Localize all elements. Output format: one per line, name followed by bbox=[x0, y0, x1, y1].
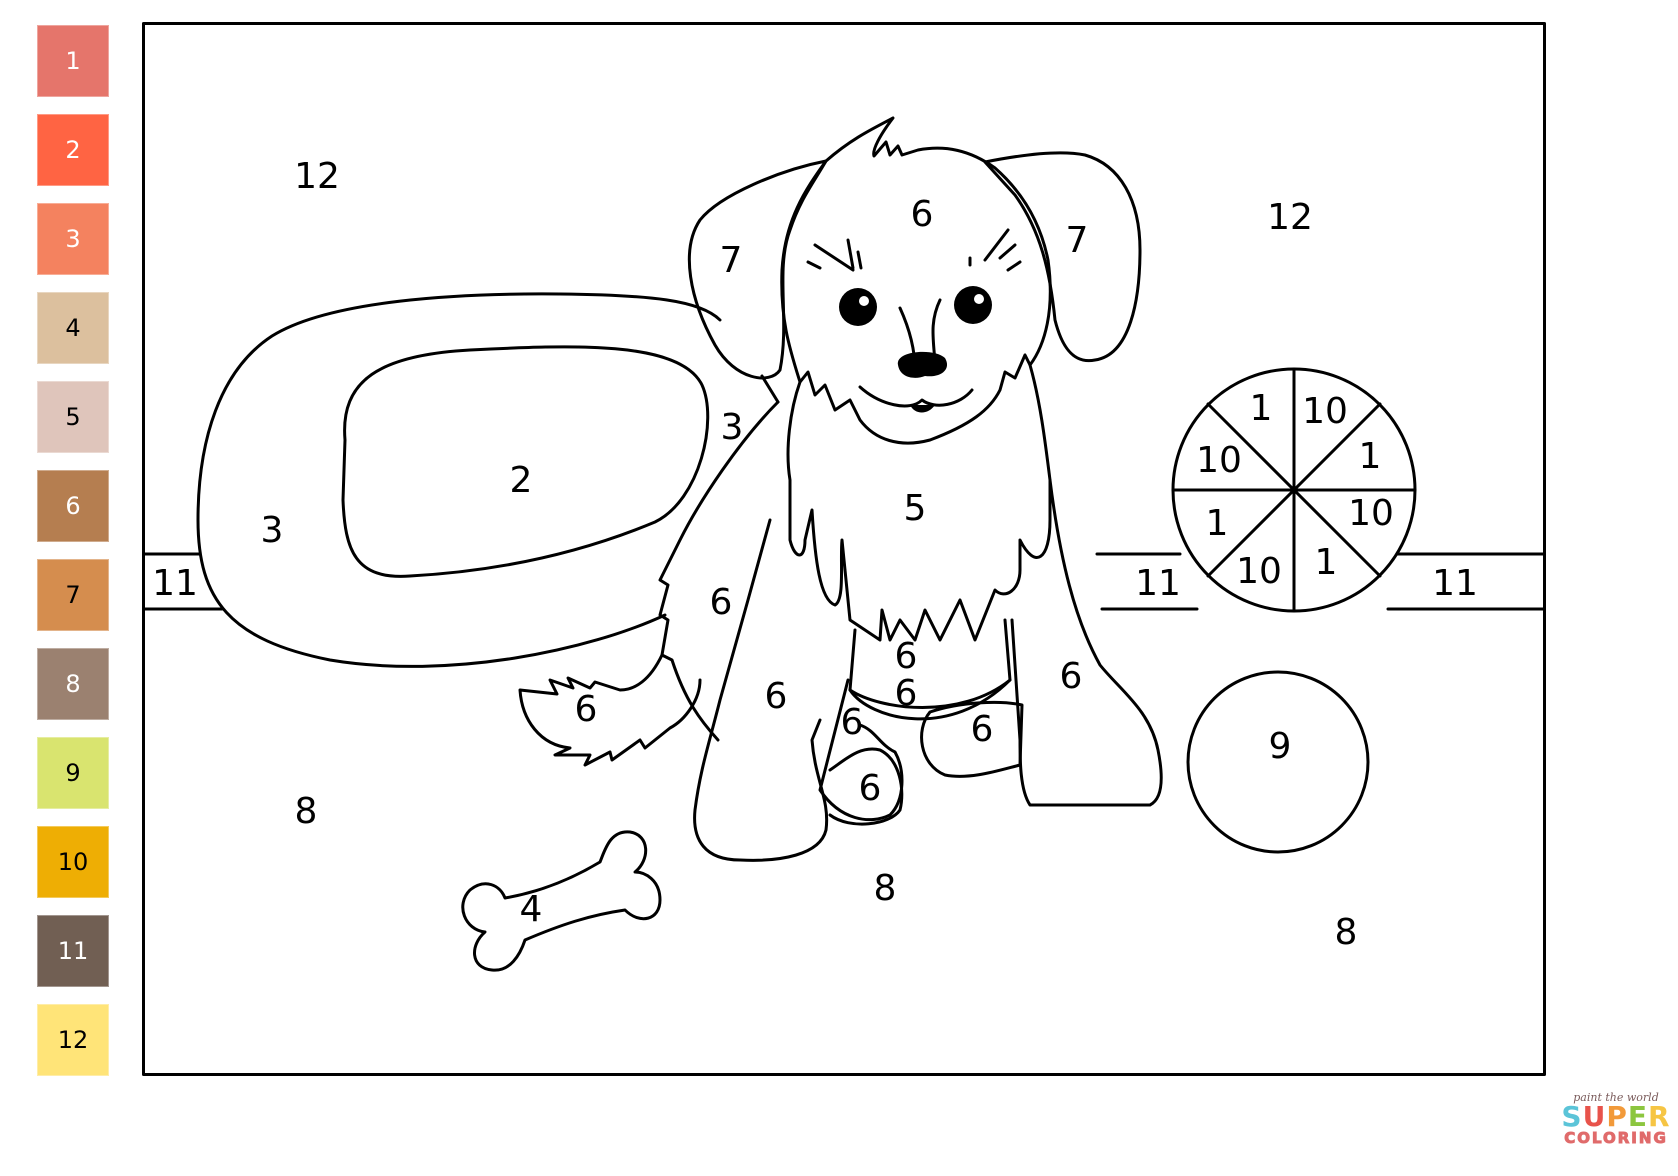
num-front-leg-right: 6 bbox=[1060, 656, 1083, 697]
swatch-11[interactable]: 11 bbox=[37, 915, 109, 987]
num-beach-seg-1: 1 bbox=[1250, 388, 1273, 429]
logo-brand-bottom: COLORING bbox=[1564, 1129, 1668, 1147]
num-front-leg-left: 6 bbox=[765, 676, 788, 717]
num-beach-seg-3: 1 bbox=[1359, 436, 1382, 477]
bed-rim-edge bbox=[760, 374, 780, 404]
num-beach-seg-8: 10 bbox=[1196, 440, 1242, 481]
num-beach-seg-2: 10 bbox=[1302, 391, 1348, 432]
num-beach-seg-7: 1 bbox=[1206, 503, 1229, 544]
dog-mouth bbox=[858, 385, 974, 408]
swatch-12[interactable]: 12 bbox=[37, 1004, 109, 1076]
num-dog-back: 6 bbox=[710, 582, 733, 623]
sheet-frame bbox=[142, 22, 1546, 1076]
num-floor-center: 8 bbox=[874, 868, 897, 909]
num-sky-right: 12 bbox=[1267, 197, 1313, 238]
logo-brand-top: SUPER bbox=[1561, 1100, 1671, 1133]
logo-tagline: paint the world bbox=[1573, 1091, 1659, 1104]
swatch-4[interactable]: 4 bbox=[37, 292, 109, 364]
num-tail: 6 bbox=[575, 689, 598, 730]
swatch-number: 12 bbox=[57, 1026, 89, 1054]
num-ear-left: 7 bbox=[720, 240, 743, 281]
dog-nose bbox=[897, 351, 948, 378]
swatch-3[interactable]: 3 bbox=[37, 203, 109, 275]
beach-ball[interactable] bbox=[1171, 367, 1417, 613]
bone[interactable] bbox=[461, 830, 662, 972]
swatch-number: 1 bbox=[65, 47, 81, 75]
swatch-number: 10 bbox=[57, 848, 89, 876]
eyebrow-marks bbox=[806, 228, 1022, 272]
swatch-number: 7 bbox=[65, 581, 81, 609]
ball-green[interactable] bbox=[1186, 670, 1370, 854]
bed-rim[interactable] bbox=[196, 292, 722, 668]
dog-back[interactable] bbox=[658, 400, 780, 742]
dog-tail[interactable] bbox=[518, 653, 702, 767]
ear-right[interactable] bbox=[983, 151, 1142, 363]
num-bed-rim-left: 3 bbox=[261, 510, 284, 551]
num-floor-right: 8 bbox=[1335, 912, 1358, 953]
num-beach-seg-5: 1 bbox=[1315, 542, 1338, 583]
num-belly-upper: 6 bbox=[895, 636, 918, 677]
num-back-leg-left: 6 bbox=[841, 702, 864, 743]
front-leg-right[interactable] bbox=[1010, 478, 1163, 807]
num-chest: 5 bbox=[904, 488, 927, 529]
wall-stripe[interactable] bbox=[143, 552, 1545, 611]
swatch-7[interactable]: 7 bbox=[37, 559, 109, 631]
num-floor-left: 8 bbox=[295, 791, 318, 832]
num-bed-rim-right: 3 bbox=[721, 407, 744, 448]
dog-head[interactable] bbox=[780, 116, 1052, 445]
num-ear-right: 7 bbox=[1066, 220, 1089, 261]
swatch-1[interactable]: 1 bbox=[37, 25, 109, 97]
swatch-5[interactable]: 5 bbox=[37, 381, 109, 453]
swatch-number: 9 bbox=[65, 759, 81, 787]
super-coloring-logo: paint the world SUPER COLORING bbox=[1556, 1092, 1676, 1146]
eye-right bbox=[954, 286, 992, 324]
swatch-number: 2 bbox=[65, 136, 81, 164]
num-bone: 4 bbox=[520, 889, 543, 930]
num-wall-right: 11 bbox=[1432, 563, 1478, 604]
swatch-9[interactable]: 9 bbox=[37, 737, 109, 809]
dog-chest[interactable] bbox=[786, 363, 1052, 642]
num-sky-left: 12 bbox=[294, 156, 340, 197]
swatch-10[interactable]: 10 bbox=[37, 826, 109, 898]
dog-tongue bbox=[910, 405, 935, 413]
back-paw-right[interactable] bbox=[920, 700, 1024, 778]
belly-lower[interactable] bbox=[848, 678, 1012, 721]
swatch-number: 4 bbox=[65, 314, 81, 342]
num-beach-seg-6: 10 bbox=[1236, 551, 1282, 592]
num-wall-left: 11 bbox=[152, 563, 198, 604]
num-back-paw-left: 6 bbox=[859, 768, 882, 809]
swatch-number: 6 bbox=[65, 492, 81, 520]
bed-cushion[interactable] bbox=[341, 345, 710, 578]
swatch-number: 5 bbox=[65, 403, 81, 431]
num-bed-cushion: 2 bbox=[510, 460, 533, 501]
num-belly-lower: 6 bbox=[895, 673, 918, 714]
region-numbers: 12 12 11 11 11 3 3 2 6 7 7 5 6 6 6 6 6 6… bbox=[152, 156, 1478, 953]
num-ball-green: 9 bbox=[1269, 726, 1292, 767]
num-beach-seg-4: 10 bbox=[1348, 493, 1394, 534]
num-dog-head: 6 bbox=[911, 194, 934, 235]
num-wall-mid: 11 bbox=[1135, 563, 1181, 604]
num-back-paw-right: 6 bbox=[971, 709, 994, 750]
swatch-2[interactable]: 2 bbox=[37, 114, 109, 186]
swatch-number: 3 bbox=[65, 225, 81, 253]
swatch-8[interactable]: 8 bbox=[37, 648, 109, 720]
back-leg-left[interactable] bbox=[818, 678, 904, 822]
belly-upper[interactable] bbox=[848, 618, 1012, 709]
back-paw-left[interactable] bbox=[828, 747, 904, 826]
swatch-number: 11 bbox=[57, 937, 89, 965]
swatch-number: 8 bbox=[65, 670, 81, 698]
eye-left bbox=[839, 288, 877, 326]
swatch-6[interactable]: 6 bbox=[37, 470, 109, 542]
front-leg-left[interactable] bbox=[693, 518, 829, 862]
